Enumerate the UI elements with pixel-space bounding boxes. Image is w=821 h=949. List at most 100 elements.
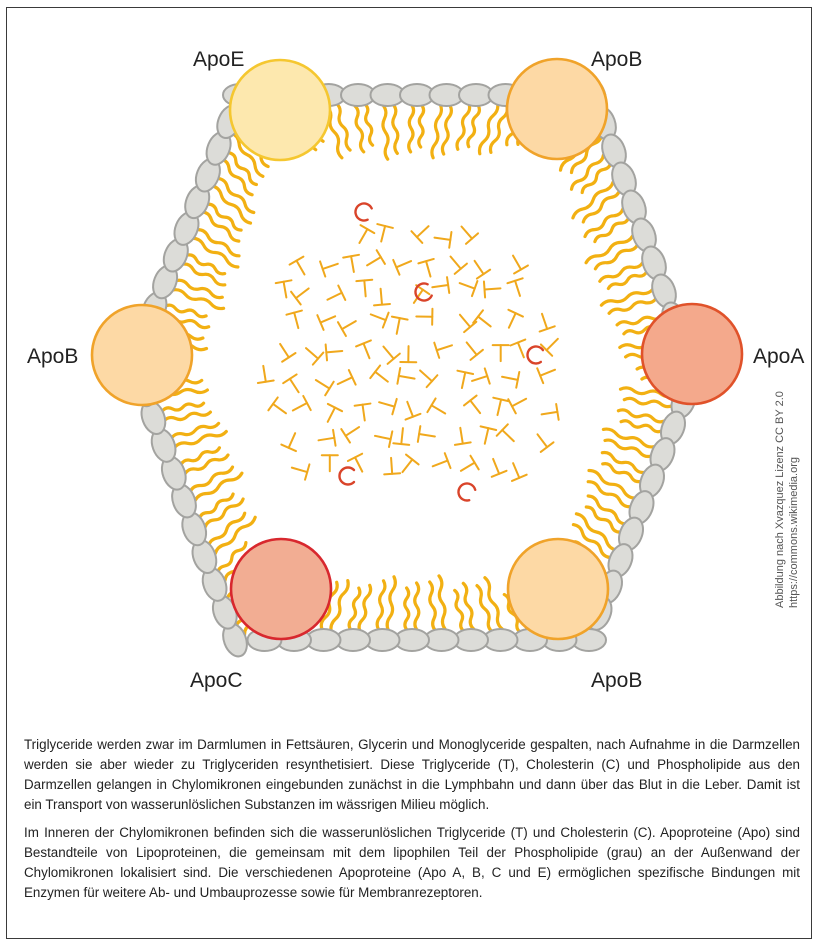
fatty-acid-tail — [377, 581, 385, 630]
triglyceride-mark — [338, 314, 360, 336]
triglyceride-mark — [290, 460, 310, 480]
triglyceride-mark — [470, 368, 490, 388]
apob-left-circle — [92, 305, 192, 405]
triglyceride-mark — [397, 368, 416, 387]
triglyceride-mark — [501, 369, 520, 388]
caption-paragraph-1: Triglyceride werden zwar im Darmlumen in… — [24, 735, 800, 815]
apob-top-label: ApoB — [591, 49, 642, 70]
triglyceride-mark — [273, 340, 295, 362]
triglyceride-mark — [507, 278, 527, 298]
triglyceride-mark — [383, 457, 400, 474]
fatty-acid-tail — [479, 103, 497, 154]
apoe-circle — [230, 60, 330, 160]
fatty-acid-tail — [432, 104, 442, 158]
fatty-acid-tail — [181, 448, 219, 465]
triglyceride-mark — [531, 429, 553, 451]
cholesterol-mark — [455, 480, 476, 502]
triglyceride-mark — [341, 420, 363, 442]
fatty-acid-tail — [383, 105, 388, 159]
triglyceride-mark — [416, 308, 432, 324]
cholesterol-mark — [526, 345, 543, 364]
fatty-acid-tail — [365, 104, 373, 145]
fatty-acid-tail — [602, 453, 645, 473]
phospholipid-tails — [143, 101, 684, 635]
triglyceride-mark — [506, 252, 528, 274]
triglyceride-mark — [457, 276, 478, 297]
fatty-acid-tail — [419, 105, 424, 147]
fatty-acid-tail — [455, 590, 464, 631]
triglyceride-mark — [457, 456, 479, 478]
triglyceride-mark — [486, 456, 507, 477]
triglyceride-mark — [427, 398, 449, 420]
triglyceride-mark — [368, 307, 389, 328]
triglyceride-mark — [334, 370, 355, 391]
triglyceride-mark — [493, 345, 509, 361]
fatty-acid-tail — [173, 290, 224, 309]
triglyceride-mark — [433, 230, 451, 248]
triglyceride-mark — [363, 250, 385, 272]
triglyceride-mark — [400, 346, 416, 362]
triglyceride-mark — [312, 373, 334, 395]
triglyceride-mark — [534, 311, 554, 331]
fatty-acid-tail — [600, 262, 643, 281]
triglyceride-mark — [400, 399, 421, 420]
triglyceride-mark — [484, 280, 501, 297]
triglyceride-mark — [373, 224, 392, 243]
caption-paragraph-2: Im Inneren der Chylomikronen befinden si… — [24, 823, 800, 903]
triglyceride-mark — [407, 285, 429, 307]
fatty-acid-tail — [355, 106, 364, 152]
triglyceride-mark — [393, 254, 414, 275]
fatty-acid-tail — [162, 403, 203, 411]
apoe-label: ApoE — [193, 49, 244, 70]
fatty-acid-tail — [430, 582, 436, 631]
triglyceride-mark — [343, 255, 362, 274]
apoc-circle — [231, 539, 331, 639]
triglyceride-mark — [508, 392, 530, 414]
cholesterol-mark — [353, 201, 372, 222]
triglyceride-mark — [460, 337, 483, 360]
triglyceride-mark — [317, 430, 335, 448]
triglyceride-mark — [268, 397, 290, 419]
apoa-circle — [642, 304, 742, 404]
cholesterol-mark — [339, 468, 354, 485]
triglyceride-mark — [377, 341, 400, 364]
triglyceride-mark — [301, 342, 324, 365]
triglyceride-mark — [355, 404, 373, 422]
triglyceride-mark — [431, 277, 449, 295]
apob-bottom-label: ApoB — [591, 670, 642, 691]
triglyceride-mark — [317, 309, 338, 330]
fatty-acid-tail — [442, 106, 451, 155]
triglyceride-mark — [418, 426, 436, 444]
triglyceride-mark — [506, 460, 527, 481]
phospholipid-heads — [116, 75, 710, 659]
triglyceride-mark — [497, 424, 520, 447]
fatty-acid-tail — [439, 576, 445, 630]
lipid-core — [255, 201, 563, 502]
triglyceride-mark — [540, 404, 558, 422]
triglyceride-mark — [286, 311, 306, 331]
fatty-acid-tail — [393, 105, 398, 154]
triglyceride-mark — [322, 455, 338, 471]
chylomicron-diagram — [0, 0, 821, 720]
fatty-acid-tail — [409, 105, 414, 152]
triglyceride-mark — [281, 430, 302, 451]
triglyceride-mark — [490, 398, 509, 417]
triglyceride-mark — [434, 338, 454, 358]
triglyceride-mark — [373, 288, 390, 305]
apoa-label: ApoA — [753, 346, 804, 367]
apob-top-circle — [507, 59, 607, 159]
fatty-acid-tail — [405, 588, 409, 630]
triglyceride-mark — [464, 396, 486, 418]
triglyceride-mark — [370, 365, 392, 387]
triglyceride-mark — [320, 256, 340, 276]
triglyceride-mark — [468, 256, 490, 278]
apob-bottom-circle — [508, 539, 608, 639]
triglyceride-mark — [393, 427, 411, 445]
triglyceride-mark — [389, 317, 408, 336]
credit-line-2: https://commons.wikimedia.org — [787, 391, 801, 608]
apoproteins — [92, 59, 742, 639]
caption-text: Triglyceride werden zwar im Darmlumen in… — [24, 735, 800, 911]
triglyceride-mark — [455, 221, 478, 244]
triglyceride-mark — [377, 395, 397, 415]
triglyceride-mark — [356, 280, 373, 297]
